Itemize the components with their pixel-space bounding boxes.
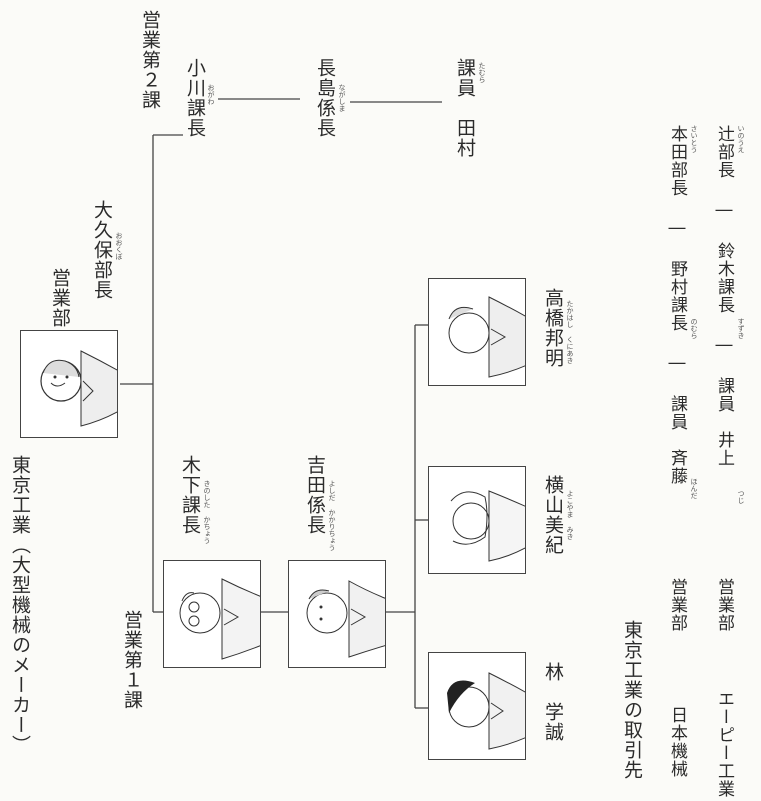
partner-reading-2b: すずき [737, 318, 745, 339]
section2-label: 営業第２課 [139, 10, 161, 110]
section1-label: 営業第１課 [121, 610, 143, 710]
partner-dept-2: 営業部 [714, 578, 734, 632]
staff-reading-takahashi: たかはし くにあき [566, 300, 574, 364]
section1-subchief-reading: よしだ かかりちょう [328, 480, 336, 551]
section2-staff-reading: たむら [478, 62, 486, 83]
partner-company-1: 日本機械 [667, 706, 687, 778]
partners-heading: 東京工業の取引先 [621, 620, 643, 780]
person-portrait-icon [450, 490, 525, 562]
person-portrait-icon [306, 580, 385, 658]
section2-subchief-name: 長島係長 [314, 58, 336, 138]
staff-reading-yokoyama: よこやま みき [566, 490, 574, 540]
portrait-kinoshita [163, 560, 261, 668]
partner-chain-2: 辻部長 ― 鈴木課長 ― 課員 井上 [714, 125, 734, 467]
staff-name-hayashi: 林 学誠 [542, 662, 564, 742]
section2-chief-reading: おがわ [207, 84, 215, 105]
partner-dept-1: 営業部 [667, 578, 687, 632]
portrait-okubo [20, 330, 118, 438]
portrait-hayashi [428, 652, 526, 760]
section1-chief-name: 木下課長 [179, 455, 201, 535]
partner-reading-1a: ほんだ [690, 478, 698, 499]
partner-reading-1b: のむら [690, 318, 698, 339]
staff-name-yokoyama: 横山美紀 [542, 475, 564, 555]
partner-company-2: エーピー工業 [714, 690, 734, 798]
section2-subchief-reading: ながしま [338, 84, 346, 112]
person-portrait-icon [448, 296, 525, 378]
portrait-yoshida [288, 560, 386, 668]
head-name: 大久保部長 [91, 200, 113, 300]
section2-staff-name: 課員 田村 [454, 58, 476, 158]
section1-subchief-name: 吉田係長 [304, 455, 326, 535]
partner-reading-2c: いのうえ [737, 125, 745, 153]
section1-chief-reading: きのした かちょう [203, 480, 211, 544]
chart-title: 東京工業（大型機械のメーカー） [9, 455, 31, 755]
person-portrait-icon [40, 350, 117, 427]
partner-chain-1: 本田部長 ― 野村課長 ― 課員 斉藤 [667, 125, 687, 485]
person-portrait-icon [179, 578, 260, 660]
head-reading: おおくぼ [115, 232, 123, 260]
person-portrait-icon [447, 672, 525, 750]
department-label: 営業部 [49, 268, 71, 328]
portrait-yokoyama [428, 466, 526, 574]
partner-reading-2a: つじ [737, 490, 745, 504]
staff-name-takahashi: 高橋邦明 [542, 288, 564, 368]
portrait-takahashi [428, 278, 526, 386]
section2-chief-name: 小川課長 [184, 58, 206, 138]
partner-reading-1c: さいとう [690, 125, 698, 153]
